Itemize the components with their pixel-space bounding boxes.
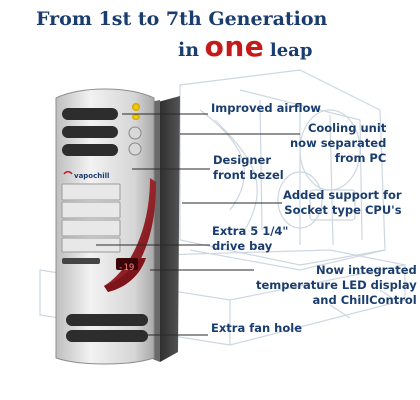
reset-button-icon <box>128 142 142 156</box>
callout-socket-support: Added support for Socket type CPU's <box>283 188 402 218</box>
callout-line: and ChillControl <box>312 293 417 307</box>
background-cooling-unit <box>39 69 406 346</box>
temperature-led-display <box>116 258 138 270</box>
callout-line: drive bay <box>212 239 273 253</box>
callout-line: Cooling unit <box>307 121 387 135</box>
led-readout: -19 <box>118 263 135 273</box>
brand-logo-text: vapochill <box>74 172 110 180</box>
callout-line: Extra 5 1/4" <box>212 224 289 238</box>
callout-lines <box>96 113 300 336</box>
headline-line2: in one leap <box>178 30 312 63</box>
power-button-icon <box>128 126 142 140</box>
power-led-icon <box>132 103 140 111</box>
callout-cooling-unit: Cooling unit now separated from PC <box>290 121 386 166</box>
callout-line: front bezel <box>213 168 284 182</box>
callout-line: Improved airflow <box>211 101 322 115</box>
headline-word-leap: leap <box>269 40 313 61</box>
callout-line: Socket type CPU's <box>284 203 402 217</box>
callout-extra-fan-hole: Extra fan hole <box>211 321 302 336</box>
callout-line: now separated <box>290 136 387 150</box>
callout-led-display: Now integrated temperature LED display a… <box>256 263 417 308</box>
callout-line: Designer <box>213 153 272 167</box>
headline-word-in: in <box>178 39 200 61</box>
headline-word-one: one <box>204 30 265 63</box>
callout-line: from PC <box>334 151 387 165</box>
callout-improved-airflow: Improved airflow <box>211 101 321 116</box>
drive-bays <box>61 183 121 253</box>
bottom-fan-vents <box>66 314 148 342</box>
callout-line: temperature LED display <box>256 278 417 292</box>
callout-line: Extra fan hole <box>211 321 302 335</box>
callout-drive-bay: Extra 5 1/4" drive bay <box>212 224 288 254</box>
callout-line: Added support for <box>283 188 402 202</box>
headline-line1: From 1st to 7th Generation <box>36 8 328 30</box>
callout-line: Now integrated <box>315 263 417 277</box>
top-airflow-vents <box>62 108 118 156</box>
case-side-panel <box>158 96 180 362</box>
callout-designer-bezel: Designer front bezel <box>213 153 284 183</box>
floppy-bay <box>62 258 100 264</box>
